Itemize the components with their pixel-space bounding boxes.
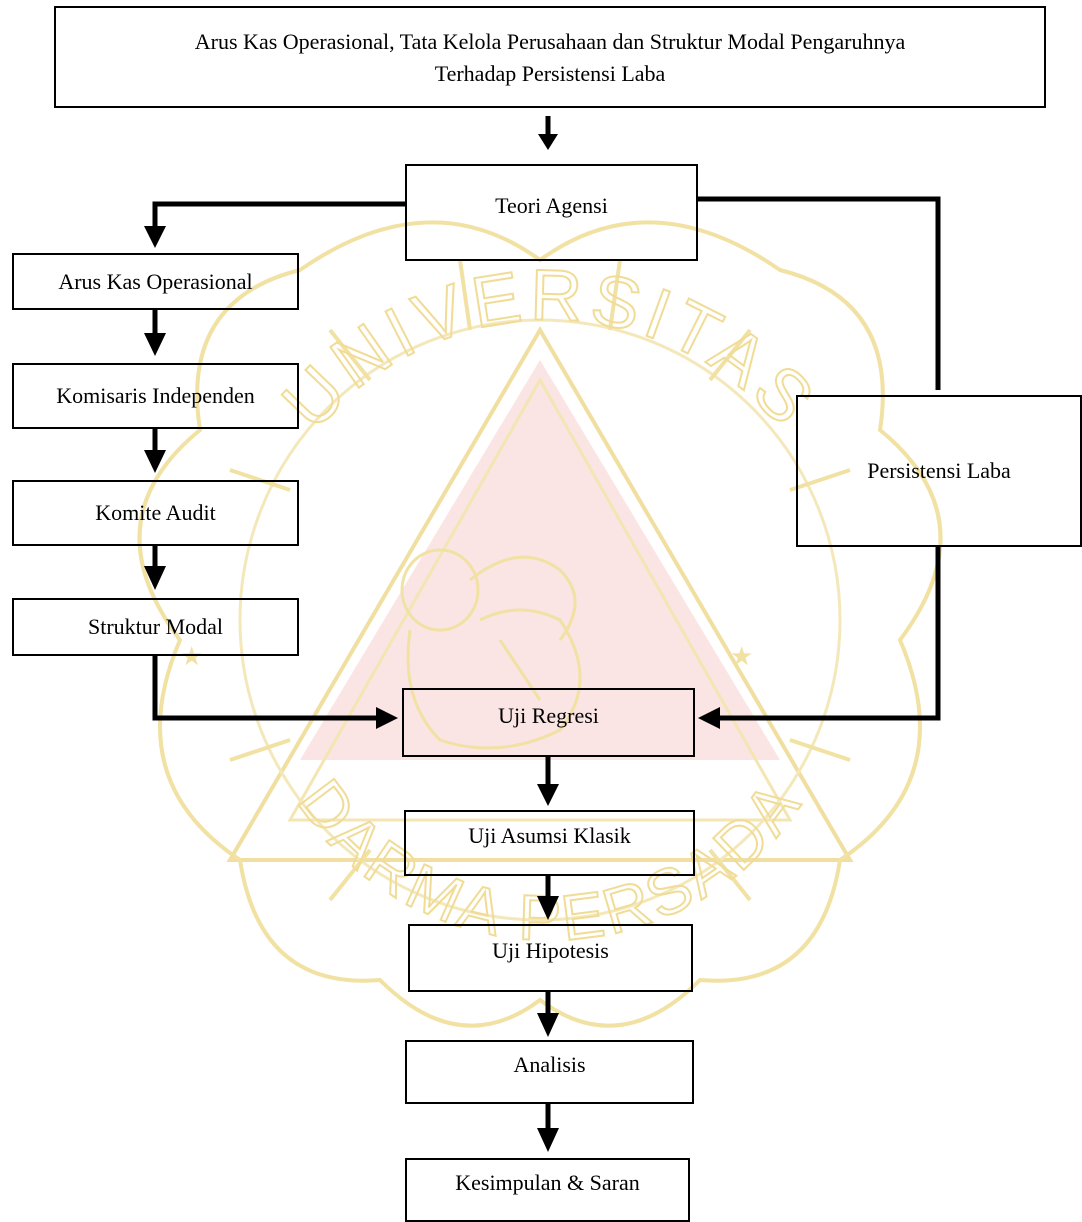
label-teori-agensi: Teori Agensi [495,192,608,218]
connector-teori-to-persistensi [697,196,941,390]
label-analisis: Analisis [513,1052,586,1078]
box-komite-audit: Komite Audit [12,480,299,546]
label-uji-hipotesis: Uji Hipotesis [492,938,609,964]
box-persistensi-laba: Persistensi Laba [796,395,1082,547]
connector-struktur-to-regresi [152,656,378,721]
watermark-triangle-outline [226,326,854,862]
svg-text:★: ★ [730,642,753,672]
label-struktur-modal: Struktur Modal [87,614,224,640]
svg-text:★: ★ [180,642,203,672]
watermark-emblem [400,548,582,750]
box-arus-kas-operasional: Arus Kas Operasional [12,253,299,310]
box-struktur-modal: Struktur Modal [12,598,299,656]
title-box: Arus Kas Operasional, Tata Kelola Perusa… [54,6,1046,108]
title-line-1: Arus Kas Operasional, Tata Kelola Perusa… [194,29,906,54]
box-komisaris-independen: Komisaris Independen [12,363,299,429]
label-arus-kas-operasional: Arus Kas Operasional [58,268,253,294]
label-komisaris-independen: Komisaris Independen [56,383,255,409]
label-uji-asumsi-klasik: Uji Asumsi Klasik [468,823,631,849]
box-kesimpulan-saran: Kesimpulan & Saran [405,1158,690,1222]
label-kesimpulan-saran: Kesimpulan & Saran [455,1170,640,1196]
connector-persistensi-to-regresi [718,547,941,721]
title-line-2: Terhadap Persistensi Laba [434,60,666,86]
connector-teori-to-arus [152,201,405,228]
label-persistensi-laba: Persistensi Laba [867,458,1011,484]
label-uji-regresi: Uji Regresi [498,702,599,728]
box-uji-regresi: Uji Regresi [402,688,695,757]
box-uji-hipotesis: Uji Hipotesis [408,924,693,992]
box-uji-asumsi-klasik: Uji Asumsi Klasik [404,810,695,876]
watermark-petal-outline [137,220,943,1028]
box-teori-agensi: Teori Agensi [405,164,698,261]
box-analisis: Analisis [405,1040,694,1104]
label-komite-audit: Komite Audit [95,500,216,526]
